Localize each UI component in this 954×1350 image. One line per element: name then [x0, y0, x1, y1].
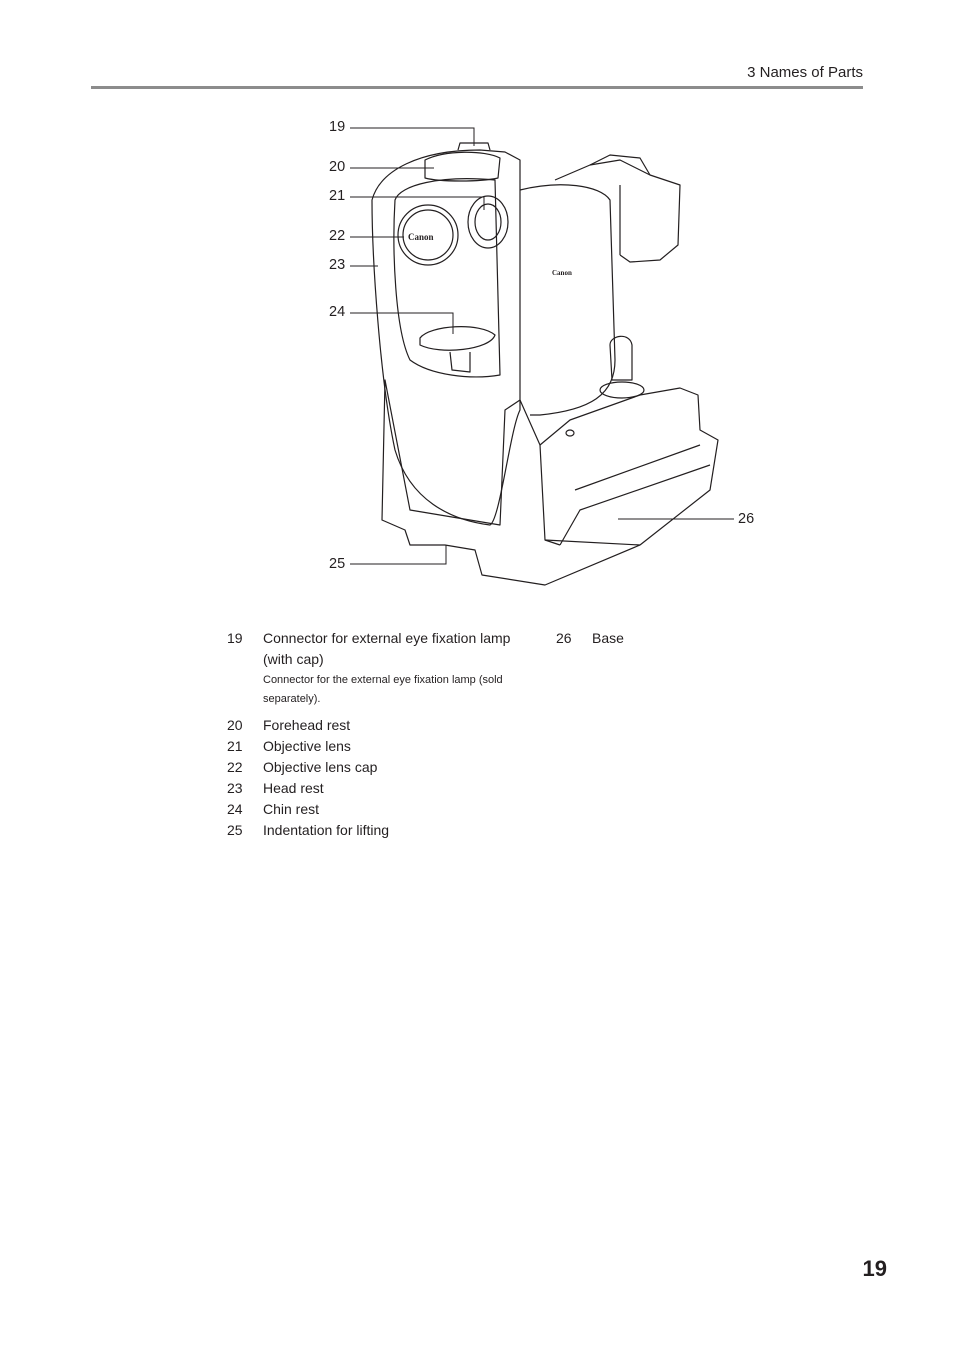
page-number: 19 — [862, 1256, 887, 1281]
legend-item: 21 Objective lens — [227, 736, 523, 757]
joystick — [609, 335, 633, 381]
legend-item: 22 Objective lens cap — [227, 757, 523, 778]
callout-22: 22 — [329, 228, 346, 244]
legend-label: Base — [592, 630, 624, 646]
legend-item: 24 Chin rest — [227, 799, 523, 820]
leader-19 — [350, 127, 475, 146]
callout-23: 23 — [329, 257, 346, 273]
parts-legend-left: 19 Connector for external eye fixation l… — [227, 628, 523, 841]
legend-number: 20 — [227, 717, 243, 733]
callout-21: 21 — [329, 188, 346, 204]
device-base — [381, 379, 719, 586]
forehead-rest — [424, 151, 501, 182]
brand-logo: Canon — [408, 232, 434, 242]
legend-label: Head rest — [263, 780, 324, 796]
device-body — [519, 184, 616, 416]
legend-item: 26 Base — [556, 628, 852, 649]
leader-25 — [350, 545, 447, 565]
objective-lens-cap — [397, 204, 459, 266]
legend-number: 26 — [556, 630, 572, 646]
device-illustration: Canon Canon — [350, 127, 734, 586]
legend-item: 19 Connector for external eye fixation l… — [227, 628, 523, 709]
head-rest-frame — [371, 149, 521, 526]
legend-number: 25 — [227, 822, 243, 838]
legend-label: Connector for external eye fixation lamp… — [263, 630, 511, 667]
legend-number: 24 — [227, 801, 243, 817]
callout-19: 19 — [329, 119, 346, 135]
legend-item: 20 Forehead rest — [227, 715, 523, 736]
leader-21 — [350, 196, 485, 210]
callout-24: 24 — [329, 304, 346, 320]
legend-item: 23 Head rest — [227, 778, 523, 799]
legend-number: 22 — [227, 759, 243, 775]
legend-number: 23 — [227, 780, 243, 796]
legend-label: Forehead rest — [263, 717, 351, 733]
callout-25: 25 — [329, 556, 346, 572]
chin-rest — [419, 326, 496, 351]
callout-20: 20 — [329, 159, 346, 175]
legend-label: Indentation for lifting — [263, 822, 390, 838]
brand-logo-body: Canon — [552, 269, 572, 277]
legend-label: Chin rest — [263, 801, 320, 817]
camera-unit — [554, 159, 681, 263]
header-divider — [91, 86, 863, 89]
section-title: 3 Names of Parts — [747, 64, 863, 81]
callout-26: 26 — [738, 511, 755, 527]
leader-24 — [350, 312, 454, 334]
parts-legend-right: 26 Base — [556, 628, 852, 649]
legend-label: Objective lens — [263, 738, 351, 754]
legend-number: 21 — [227, 738, 243, 754]
objective-lens — [467, 195, 509, 249]
legend-number: 19 — [227, 630, 243, 646]
legend-label: Objective lens cap — [263, 759, 378, 775]
legend-item: 25 Indentation for lifting — [227, 820, 523, 841]
legend-note: Connector for the external eye fixation … — [263, 674, 503, 705]
